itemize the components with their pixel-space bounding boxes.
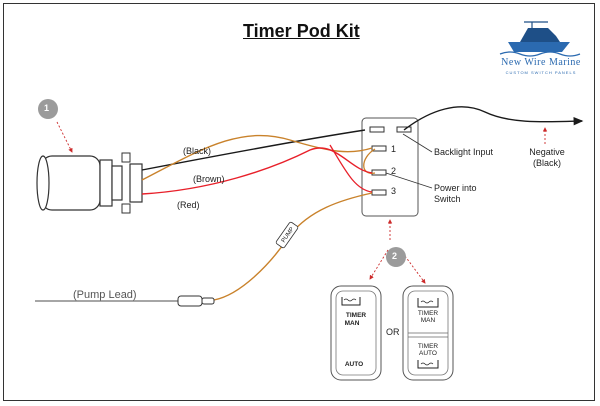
diagram-title: Timer Pod Kit [243,21,360,41]
pump-wire [213,192,373,301]
pin-2-label: 2 [391,166,397,176]
rocker-switch-a [330,285,382,381]
red-wire [141,147,373,195]
switch-b-timer-auto-label: TIMER [417,343,439,350]
marker-2-leader-b [404,255,426,284]
pin-3-label: 3 [391,186,397,196]
marker-2-badge [386,247,406,267]
pump-tag [275,221,299,249]
pump-lead-label: (Pump Lead) [73,289,137,301]
black-wire-label: (Black) [183,146,212,156]
negative-label: Negative [529,147,565,157]
negative-color-label: (Black) [532,158,561,168]
or-label: OR [386,327,400,337]
new-wire-marine-logo [499,21,581,57]
brown-wire-label: (Brown) [193,174,225,184]
backlight-input-label: Backlight Input [434,147,494,157]
red-jumper-wire [329,144,373,193]
connector-plug [36,152,143,214]
power-pointer [385,172,433,189]
rocker-switch-b [402,285,454,381]
marker-2-leader-a [369,249,389,280]
marker-1-badge [38,99,58,119]
marker-1-leader [56,121,73,153]
switch-a-auto-label: AUTO [344,361,364,368]
marker-2-label: 2 [392,251,398,261]
pin-1-label: 1 [391,144,397,154]
switch-a-man-label: MAN [344,320,360,327]
red-wire-label: (Red) [177,200,200,210]
switch-b-man-label: MAN [420,317,436,324]
diagram-frame [3,3,595,401]
logo-tagline: CUSTOM SWITCH PANELS [505,70,577,75]
marker-1-label: 1 [44,103,50,113]
brown-wire [141,134,373,181]
negative-wire [403,106,584,131]
switch-a-timer-label: TIMER [345,312,367,319]
switch-pin-block [361,117,419,217]
logo-brand-name: New Wire Marine [501,57,581,68]
switch-b-timer-label: TIMER [417,310,439,317]
backlight-pointer [402,133,433,153]
switch-label: Switch [434,194,461,204]
switch-b-auto-label: AUTO [419,350,437,357]
power-into-label: Power into [434,183,477,193]
fuse-holder [177,295,215,307]
